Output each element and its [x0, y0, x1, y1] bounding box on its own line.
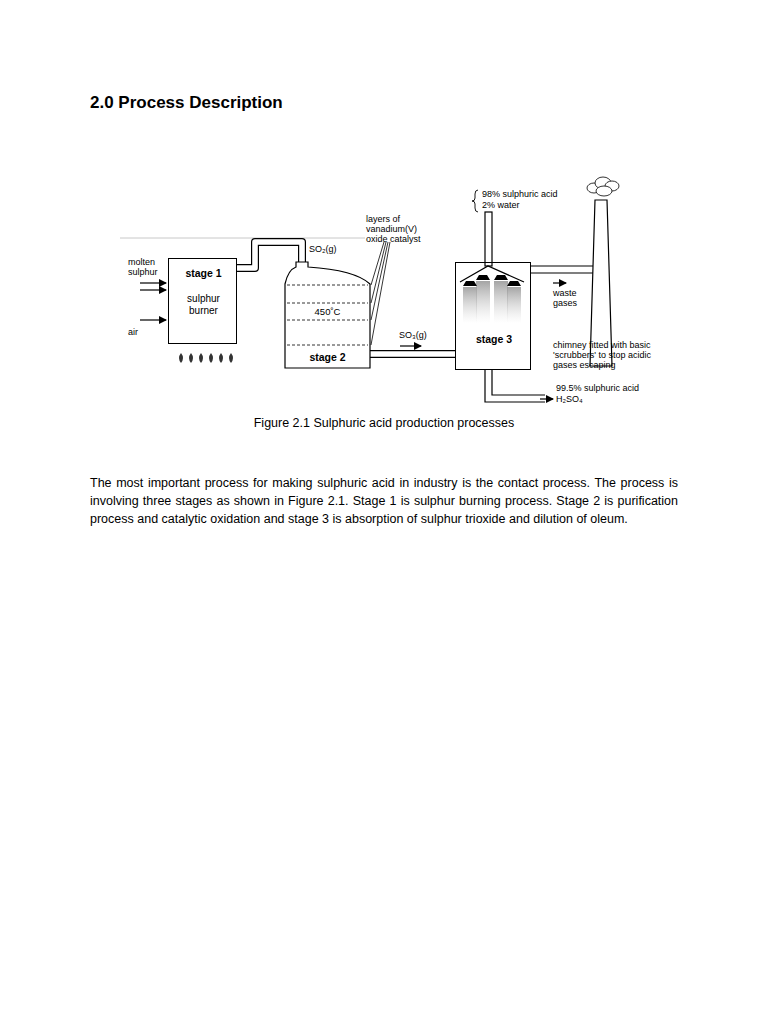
vessel-shell	[285, 262, 370, 368]
acid-feed-label: 2% water	[482, 200, 520, 210]
flow-arrow	[400, 345, 421, 346]
brace	[472, 190, 478, 212]
stage-name: stage 1	[169, 267, 238, 279]
stage-text: sulphur burner	[175, 293, 232, 316]
flow-arrow	[553, 282, 566, 283]
burner-flames	[179, 353, 233, 363]
catalyst-layer	[287, 285, 368, 286]
acid-inlet-pipe	[485, 212, 492, 266]
catalyst-leaders	[371, 242, 390, 345]
figure-caption: Figure 2.1 Sulphuric acid production pro…	[90, 416, 678, 430]
chimney-note: chimney fitted with basic 'scrubbers' to…	[553, 340, 665, 370]
body-paragraph: The most important process for making su…	[90, 474, 678, 528]
catalyst-layer	[287, 345, 368, 346]
catalyst-label: layers of vanadium(V) oxide catalyst	[366, 214, 436, 244]
outlet-label: waste gases	[553, 288, 593, 308]
converter-vessel: 450˚C stage 2	[285, 262, 370, 368]
gas-label: SO₂(g)	[309, 244, 337, 254]
acid-feed-label: 98% sulphuric acid	[482, 189, 558, 199]
gas-label: SO₃(g)	[399, 330, 427, 340]
page-rule	[120, 238, 365, 239]
stage-name: stage 2	[285, 351, 370, 363]
absorber-tower: stage 3	[455, 262, 531, 370]
spray-system	[460, 266, 524, 323]
smoke	[587, 177, 619, 196]
gas-pipe	[370, 354, 455, 355]
flow-arrow	[540, 398, 553, 399]
pipe-wall	[370, 350, 455, 358]
gas-pipe	[237, 242, 302, 268]
feed-label: air	[128, 327, 138, 337]
burner-box: stage 1 sulphur burner	[168, 258, 237, 344]
stage-text: 450˚C	[285, 307, 370, 318]
pipe-bore	[237, 242, 302, 268]
product-formula: H₂SO₄	[556, 394, 583, 404]
product-label: 99.5% sulphuric acid	[556, 383, 639, 393]
pipe-bore	[370, 351, 455, 357]
feed-arrows	[140, 283, 166, 320]
section-title: 2.0 Process Description	[90, 93, 283, 113]
feed-label: molten sulphur	[128, 257, 168, 277]
waste-gas-pipe	[531, 266, 593, 273]
catalyst-layer	[287, 320, 368, 321]
product-pipe	[485, 370, 545, 402]
catalyst-layer	[287, 303, 368, 304]
stage-name: stage 3	[456, 333, 532, 345]
pipe-wall	[237, 242, 302, 268]
